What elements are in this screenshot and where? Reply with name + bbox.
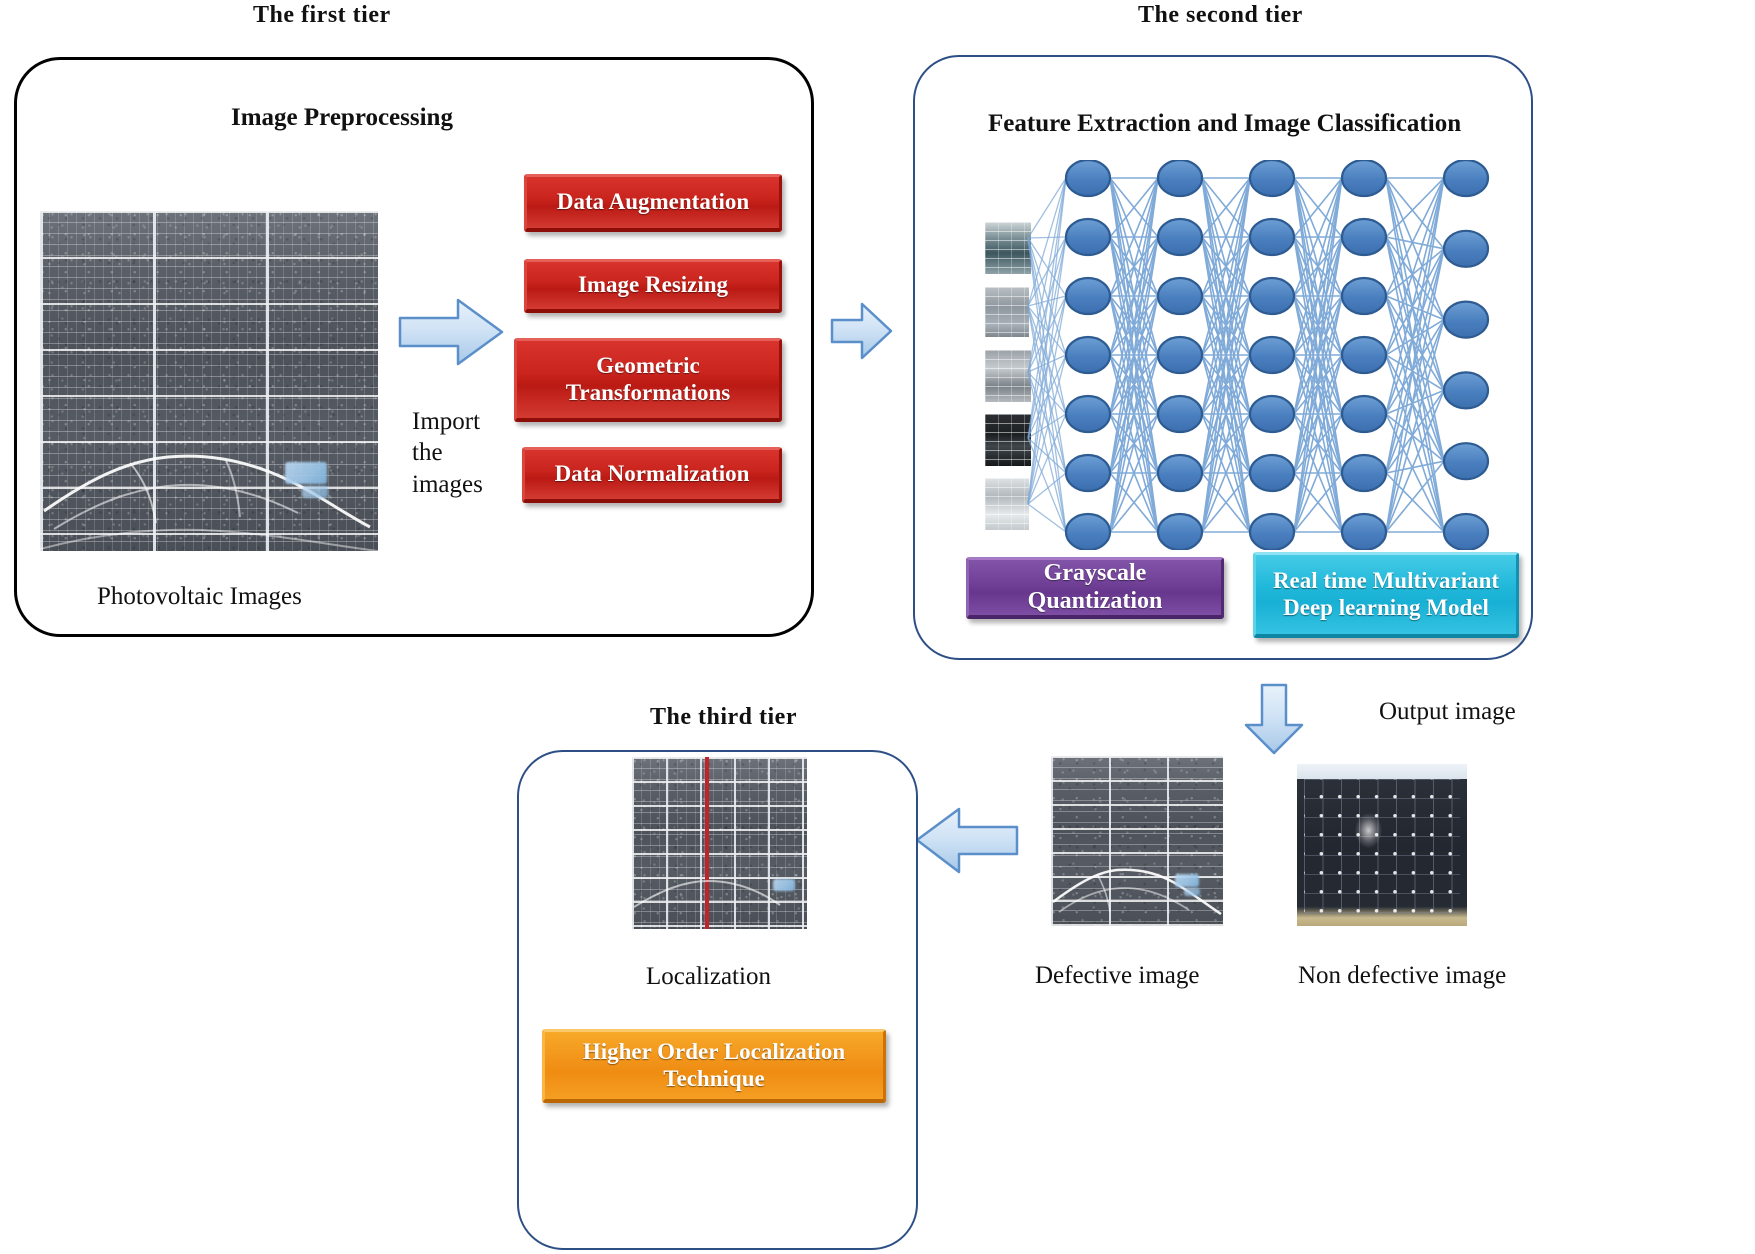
defective-to-tier3-arrow bbox=[915, 806, 1019, 876]
grayscale-quantization-box[interactable]: Grayscale Quantization bbox=[966, 557, 1224, 619]
tier2-to-output-arrow bbox=[1243, 683, 1305, 755]
tier-3-caption: The third tier bbox=[650, 704, 797, 730]
step-chip-geometric-transformations[interactable]: Geometric Transformations bbox=[514, 338, 782, 422]
pv-crack-overlay bbox=[1052, 868, 1222, 916]
tier-2-title: Feature Extraction and Image Classificat… bbox=[988, 110, 1462, 137]
thumbnail-texture bbox=[985, 350, 1031, 402]
nn-input-thumbnail-2 bbox=[985, 287, 1029, 337]
thumbnail-texture bbox=[985, 222, 1031, 274]
import-line-3: images bbox=[412, 470, 483, 498]
higher-order-localization-box[interactable]: Higher Order Localization Technique bbox=[542, 1029, 886, 1103]
technique-line-1: Higher Order Localization bbox=[582, 1039, 846, 1065]
model-box-line-1: Real time Multivariant bbox=[1272, 568, 1500, 594]
tier-1-caption: The first tier bbox=[253, 2, 391, 28]
nn-input-thumbnail-5 bbox=[985, 478, 1029, 530]
import-line-1: Import bbox=[412, 408, 481, 435]
module-background-sky bbox=[1297, 764, 1467, 779]
pv-crack-overlay bbox=[633, 879, 781, 908]
pv-glare-spot-secondary bbox=[1184, 888, 1200, 896]
non-defective-image-label: Non defective image bbox=[1298, 962, 1507, 989]
step-chip-data-normalization[interactable]: Data Normalization bbox=[522, 447, 782, 503]
module-glare bbox=[1354, 812, 1382, 849]
step-chip-data-augmentation[interactable]: Data Augmentation bbox=[524, 174, 782, 232]
localization-image bbox=[632, 757, 807, 929]
pv-cell-separator-lines bbox=[632, 757, 807, 929]
module-cell-dots bbox=[1303, 778, 1461, 914]
import-line-2: the bbox=[412, 439, 443, 467]
pv-glare-spot-secondary bbox=[302, 486, 328, 498]
tier-2-caption: The second tier bbox=[1138, 2, 1303, 28]
photovoltaic-image bbox=[40, 211, 378, 551]
tier-1-title: Image Preprocessing bbox=[231, 104, 453, 131]
nn-input-thumbnail-4 bbox=[985, 414, 1031, 466]
localization-marker-line bbox=[705, 757, 709, 929]
pv-crack-overlay bbox=[40, 454, 378, 551]
technique-line-2: Technique bbox=[663, 1065, 765, 1091]
neural-network-graph bbox=[1027, 160, 1490, 550]
real-time-model-box[interactable]: Real time Multivariant Deep learning Mod… bbox=[1253, 552, 1519, 638]
tier1-internal-arrow bbox=[398, 296, 506, 368]
defective-image bbox=[1051, 756, 1223, 926]
nn-input-thumbnail-1 bbox=[985, 222, 1031, 274]
geometric-line-1: Geometric bbox=[596, 353, 700, 379]
model-box-line-2: Deep learning Model bbox=[1283, 594, 1489, 620]
pv-glare-spot bbox=[285, 462, 327, 484]
output-image-label: Output image bbox=[1379, 698, 1516, 725]
thumbnail-texture bbox=[985, 287, 1029, 337]
import-images-label: Import the images bbox=[412, 406, 512, 500]
defective-image-label: Defective image bbox=[1035, 962, 1200, 989]
thumbnail-texture bbox=[985, 414, 1031, 466]
non-defective-image bbox=[1297, 764, 1467, 926]
pv-glare-spot bbox=[773, 879, 795, 891]
thumbnail-texture bbox=[985, 478, 1029, 530]
geometric-line-2: Transformations bbox=[565, 379, 731, 405]
tier1-to-tier2-arrow bbox=[830, 300, 894, 362]
pv-cell-separator-lines bbox=[1051, 756, 1223, 926]
localization-label: Localization bbox=[646, 963, 771, 990]
photovoltaic-image-caption: Photovoltaic Images bbox=[97, 583, 302, 610]
nn-input-thumbnail-3 bbox=[985, 350, 1031, 402]
step-chip-image-resizing[interactable]: Image Resizing bbox=[524, 259, 782, 313]
pv-glare-spot bbox=[1175, 874, 1199, 887]
